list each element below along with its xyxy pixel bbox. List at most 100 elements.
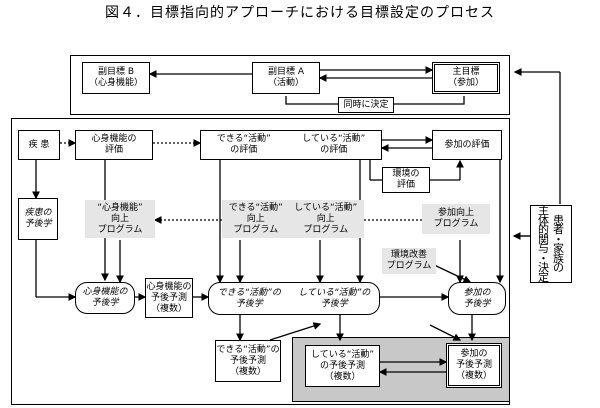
body-function-program-box: “心身機能” 向上 プログラム — [85, 200, 155, 238]
sub-goal-b-sub: （心身機能） — [88, 78, 143, 88]
panel-char: 的 — [538, 223, 549, 236]
body-prediction-line1: 心身機能の — [146, 281, 192, 292]
process-frame — [11, 118, 510, 405]
env-eval-line1: 環境の — [392, 169, 420, 179]
env-eval-line2: 評価 — [396, 180, 415, 190]
can-activity-program: できる“活動” 向上 プログラム — [229, 203, 283, 236]
env-program-line2: プログラム — [386, 261, 432, 271]
body-function-prognosis-box: 心身機能の 予後学 — [75, 282, 135, 314]
doing-prognosis-line2: 予後学 — [320, 298, 348, 309]
activity-prognosis-box: できる“活動”の 予後学 している“活動”の 予後学 — [208, 282, 380, 315]
doing-prediction-line1: している“活動” — [310, 349, 375, 360]
disease-prognosis-box: 疾患の 予後学 — [18, 198, 58, 240]
simultaneous-label: 同時に決定 — [343, 99, 389, 110]
participation-prognosis-box: 参加の 予後学 — [448, 282, 506, 315]
patient-family-panel: 主 体 的 関 与 ・ 決 定 患 者 ・ 家 族 の — [530, 205, 572, 283]
doing-activity-prognosis: している“活動”の 予後学 — [298, 288, 370, 310]
can-prognosis-line2: 予後学 — [235, 298, 263, 309]
participation-prediction-line1: 参加の — [460, 349, 488, 359]
body-prognosis-line1: 心身機能の — [82, 287, 128, 297]
panel-char: の — [553, 261, 564, 274]
participation-eval-box: 参加の評価 — [432, 130, 502, 160]
participation-program-line2: プログラム — [433, 219, 479, 229]
panel-char: 定 — [538, 270, 549, 284]
can-activity-prediction-box: できる“活動”の 予後予測 （複数） — [215, 340, 281, 382]
participation-prognosis-line2: 予後学 — [463, 298, 491, 309]
participation-eval-label: 参加の評価 — [444, 139, 490, 150]
sub-goal-a-label: 副目標 A — [267, 67, 305, 77]
sub-goal-b-label: 副目標 B — [97, 67, 135, 77]
activity-program-box: できる“活動” 向上 プログラム している“活動” 向上 プログラム — [222, 200, 364, 238]
simultaneous-box: 同時に決定 — [338, 97, 394, 113]
doing-program-line3: プログラム — [303, 224, 349, 235]
main-goal-sub: （参加） — [447, 78, 484, 88]
body-eval-line2: 評価 — [104, 145, 123, 155]
body-program-line1: “心身機能” — [97, 202, 143, 213]
can-eval-line2: の評価 — [230, 145, 258, 155]
panel-char: 与 — [538, 242, 549, 255]
doing-prognosis-line1: している“活動”の — [298, 287, 371, 298]
body-program-line2: 向上 — [110, 213, 129, 224]
panel-char: ・ — [553, 232, 564, 246]
disease-prognosis-line2: 予後学 — [24, 219, 52, 229]
activity-eval-box: できる“活動” の評価 している“活動” の評価 — [200, 130, 382, 160]
can-prognosis-line1: できる“活動”の — [217, 287, 281, 298]
doing-activity-prediction-box: している“活動” の予後予測 （複数） — [305, 345, 380, 387]
participation-program-box: 参加向上 プログラム — [422, 204, 490, 234]
can-program-line3: プログラム — [233, 224, 279, 235]
panel-char: 族 — [553, 251, 564, 265]
body-eval-line1: 心身機能の — [91, 134, 137, 144]
panel-char: 主 — [538, 204, 549, 217]
panel-char: ・ — [538, 251, 549, 265]
doing-prediction-line2: の予後予測 — [319, 360, 365, 371]
body-function-eval-box: 心身機能の 評価 — [75, 130, 153, 160]
environment-program-box: 環境改善 プログラム — [382, 248, 436, 274]
environment-eval-box: 環境の 評価 — [382, 167, 430, 193]
participation-prognosis-line1: 参加の — [463, 287, 491, 298]
panel-char: 決 — [538, 261, 549, 274]
doing-activity-program: している“活動” 向上 プログラム — [294, 203, 357, 236]
sub-goal-a-box: 副目標 A （活動） — [252, 62, 320, 94]
doing-activity-eval: している“活動” の評価 — [302, 134, 365, 156]
doing-eval-line2: の評価 — [320, 145, 348, 155]
main-goal-label: 主目標 — [452, 67, 480, 77]
can-activity-eval: できる“活動” の評価 — [217, 134, 271, 156]
can-prediction-line3: （複数） — [229, 366, 266, 377]
doing-program-line2: 向上 — [316, 213, 335, 224]
participation-prediction-line2: 予後予測 — [455, 360, 492, 370]
can-prediction-line1: できる“活動”の — [216, 344, 280, 355]
panel-char: 患 — [553, 213, 564, 227]
doing-eval-line1: している“活動” — [302, 134, 366, 144]
can-program-line1: できる“活動” — [228, 202, 283, 213]
participation-prediction-line3: （複数） — [455, 371, 492, 381]
body-function-prediction-box: 心身機能の 予後予測 （複数） — [145, 278, 193, 318]
can-prediction-line2: 予後予測 — [229, 355, 266, 366]
doing-prediction-line3: （複数） — [324, 371, 361, 382]
panel-char: 体 — [538, 213, 549, 227]
participation-prediction-box: 参加の 予後予測 （複数） — [446, 343, 502, 388]
disease-box: 疾 患 — [18, 130, 60, 160]
body-prognosis-line2: 予後学 — [91, 298, 119, 308]
panel-char: 関 — [538, 232, 549, 246]
goals-frame — [70, 55, 510, 115]
panel-col-1: 患 者 ・ 家 族 の — [553, 213, 564, 274]
body-prediction-line2: 予後予測 — [150, 292, 187, 303]
panel-char: 家 — [553, 242, 564, 255]
participation-program-line1: 参加向上 — [437, 208, 474, 218]
can-program-line2: 向上 — [246, 213, 265, 224]
disease-label: 疾 患 — [28, 139, 50, 150]
can-eval-line1: できる“活動” — [216, 134, 271, 144]
can-activity-prognosis: できる“活動”の 予後学 — [218, 288, 281, 310]
env-program-line1: 環境改善 — [390, 250, 427, 260]
main-goal-box: 主目標 （参加） — [432, 62, 500, 94]
doing-program-line1: している“活動” — [294, 202, 358, 213]
body-program-line3: プログラム — [97, 224, 143, 235]
sub-goal-a-sub: （活動） — [267, 78, 304, 88]
disease-prognosis-line1: 疾患の — [24, 208, 52, 218]
panel-char: 者 — [553, 223, 564, 236]
diagram-title: 図４．目標指向的アプローチにおける目標設定のプロセス — [105, 5, 495, 21]
sub-goal-b-box: 副目標 B （心身機能） — [82, 62, 150, 94]
panel-col-2: 主 体 的 関 与 ・ 決 定 — [538, 204, 549, 284]
body-prediction-line3: （複数） — [150, 303, 187, 314]
